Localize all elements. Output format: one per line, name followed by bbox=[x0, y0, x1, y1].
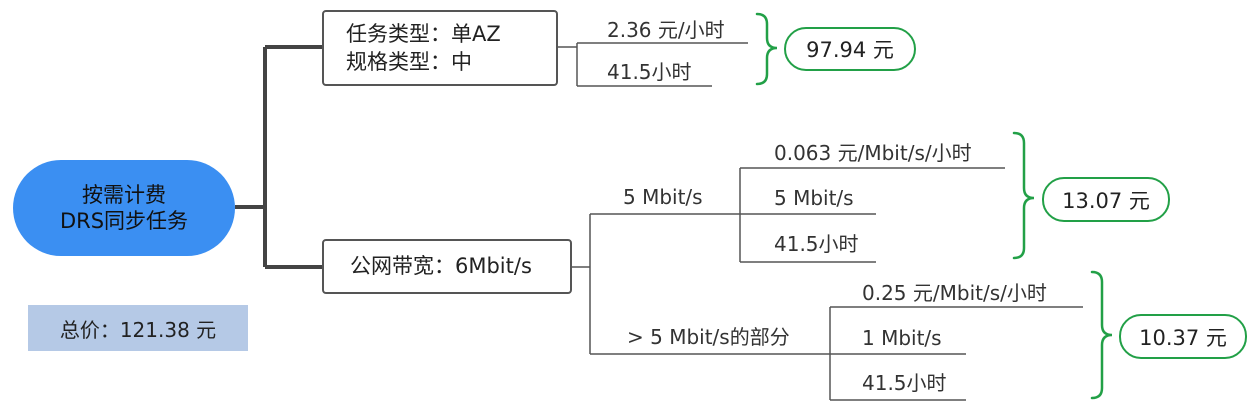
tier1-result: 13.07 元 bbox=[1042, 177, 1170, 222]
tier2-amount: 1 Mbit/s bbox=[862, 326, 942, 350]
tier2-result: 10.37 元 bbox=[1119, 314, 1247, 359]
root-title: 按需计费 bbox=[82, 182, 166, 207]
tier1-result-value: 13.07 元 bbox=[1062, 188, 1150, 213]
total-price: 总价：121.38 元 bbox=[59, 317, 217, 342]
task-result: 97.94 元 bbox=[784, 27, 916, 71]
task-type-label: 任务类型：单AZ bbox=[346, 21, 501, 46]
root-subtitle: DRS同步任务 bbox=[59, 209, 189, 233]
tier2-label: > 5 Mbit/s的部分 bbox=[627, 325, 790, 349]
task-result-value: 97.94 元 bbox=[806, 38, 894, 62]
spec-type-label: 规格类型：中 bbox=[346, 50, 472, 74]
tier1-label: 5 Mbit/s bbox=[623, 185, 703, 209]
bandwidth-box: 公网带宽：6Mbit/s bbox=[322, 239, 572, 294]
root-node: 按需计费 DRS同步任务 bbox=[13, 160, 235, 256]
total-price-box: 总价：121.38 元 bbox=[28, 305, 248, 351]
task-type-box: 任务类型：单AZ 规格类型：中 bbox=[322, 10, 558, 86]
tier1-amount: 5 Mbit/s bbox=[774, 186, 854, 210]
task-hours: 41.5小时 bbox=[607, 60, 692, 84]
tier2-price: 0.25 元/Mbit/s/小时 bbox=[862, 281, 1047, 305]
bracket-tier1 bbox=[1012, 131, 1035, 260]
tier1-price: 0.063 元/Mbit/s/小时 bbox=[774, 141, 972, 165]
bracket-task bbox=[755, 12, 778, 86]
bracket-tier2 bbox=[1090, 270, 1113, 400]
tier1-hours: 41.5小时 bbox=[774, 232, 859, 256]
tier2-hours: 41.5小时 bbox=[862, 371, 947, 395]
tier2-result-value: 10.37 元 bbox=[1139, 325, 1227, 350]
bandwidth-label: 公网带宽：6Mbit/s bbox=[350, 254, 532, 279]
task-price: 2.36 元/小时 bbox=[607, 18, 725, 42]
